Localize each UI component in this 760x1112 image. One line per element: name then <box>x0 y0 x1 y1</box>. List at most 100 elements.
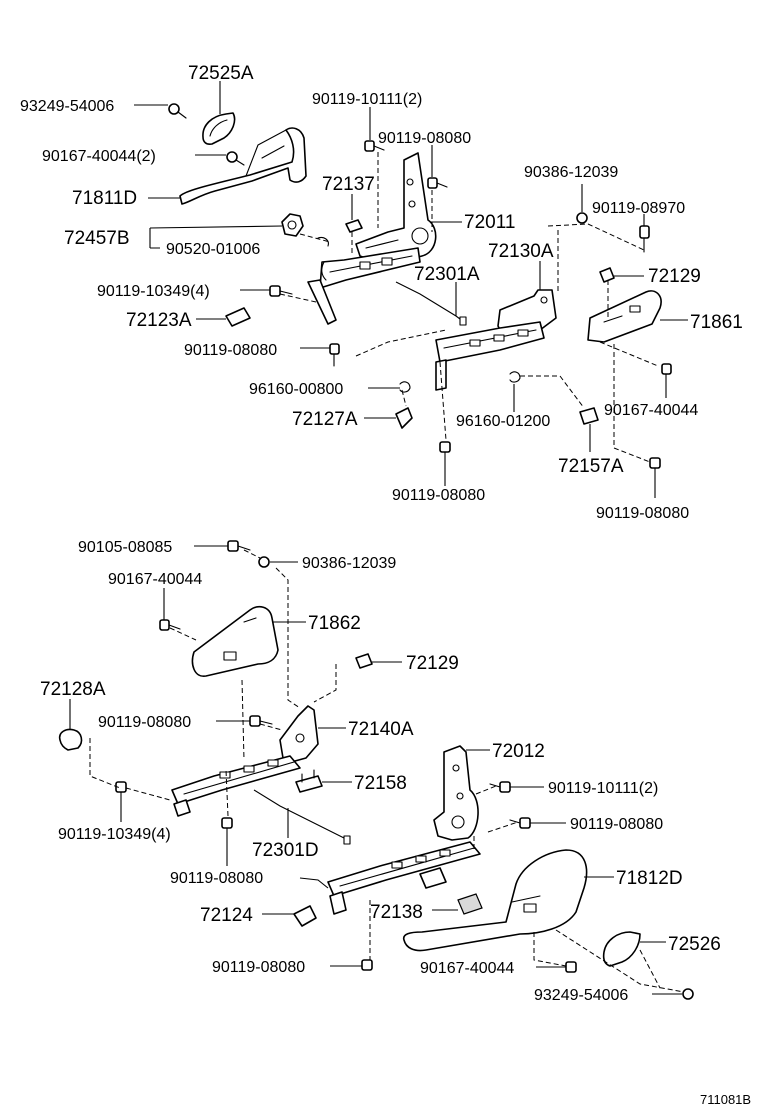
label-72011: 72011 <box>464 212 515 233</box>
label-72525A: 72525A <box>188 63 254 84</box>
part-96160-00800 <box>399 381 411 393</box>
part-upper-outer-track <box>435 321 545 391</box>
part-90386-12039-cap-lower <box>258 556 270 568</box>
label-93249-54006: 93249-54006 <box>20 98 114 115</box>
label-72140A: 72140A <box>348 719 414 740</box>
label-72457B: 72457B <box>64 228 130 249</box>
part-72301D-cable <box>253 789 351 845</box>
part-71811D <box>179 127 307 205</box>
reference-code: 711081B <box>700 1092 751 1107</box>
label-90119-08080-lower-c: 90119-08080 <box>170 870 263 887</box>
part-72137 <box>345 219 363 233</box>
part-72457B <box>281 213 304 237</box>
part-93249-54006-screw-lower <box>682 988 694 1000</box>
label-90119-08080-c: 90119-08080 <box>392 487 485 504</box>
label-90119-10349-4: 90119-10349(4) <box>97 283 210 300</box>
part-90119-08080-bolt-lower-c <box>221 817 233 843</box>
part-90119-08080-bolt-b <box>329 343 340 367</box>
label-90105-08085: 90105-08085 <box>78 539 172 556</box>
part-90119-08080-bolt-lower-a <box>249 715 273 727</box>
part-71861 <box>587 290 662 343</box>
label-72012: 72012 <box>492 741 545 762</box>
label-72301A: 72301A <box>414 264 480 285</box>
label-90386-12039: 90386-12039 <box>524 164 618 181</box>
label-90119-08080-lower-a: 90119-08080 <box>98 714 191 731</box>
label-72526: 72526 <box>668 934 721 955</box>
part-96160-01200 <box>509 371 521 383</box>
label-72123A: 72123A <box>126 310 192 331</box>
part-90105-08085-bolt <box>227 540 251 552</box>
label-72129-lower: 72129 <box>406 653 459 674</box>
label-71861: 71861 <box>690 312 743 333</box>
part-72129-lower <box>355 653 373 669</box>
part-90167-40044-screw-b <box>661 363 672 375</box>
part-90167-40044-screw <box>226 151 245 166</box>
label-71812D: 71812D <box>616 868 683 889</box>
part-72129-upper <box>599 267 615 283</box>
label-72124: 72124 <box>200 905 253 926</box>
label-71811D: 71811D <box>72 188 137 209</box>
label-90119-08080-d: 90119-08080 <box>596 505 689 522</box>
part-90119-10349-bolt <box>269 285 293 297</box>
part-72301A-cable <box>395 281 467 326</box>
label-90386-12039-lower: 90386-12039 <box>302 555 396 572</box>
label-90119-10111-2: 90119-10111(2) <box>312 91 422 108</box>
part-90167-40044-screw-lower-b <box>565 961 577 973</box>
label-93249-54006-lower: 93249-54006 <box>534 987 628 1004</box>
part-90520-01006 <box>317 236 329 247</box>
part-72012 <box>433 745 479 841</box>
part-upper-inner-track <box>307 247 421 325</box>
label-72157A: 72157A <box>558 456 624 477</box>
part-72158 <box>295 769 323 793</box>
part-72140A <box>279 705 319 765</box>
part-90119-08970-bolt <box>639 225 650 253</box>
part-72138 <box>457 893 483 915</box>
label-90167-40044-lower-b: 90167-40044 <box>420 960 514 977</box>
part-90386-12039-cap <box>576 212 588 224</box>
part-72157A <box>579 407 599 425</box>
part-90119-08080-bolt-d <box>649 457 661 469</box>
label-90119-08970: 90119-08970 <box>592 200 685 217</box>
part-90119-08080-bolt-lower-d <box>361 959 373 971</box>
part-lower-inner-track <box>171 755 301 817</box>
label-90119-10349-4-lower: 90119-10349(4) <box>58 826 171 843</box>
part-72526 <box>602 931 641 967</box>
label-90119-08080-lower-d: 90119-08080 <box>212 959 305 976</box>
label-72137: 72137 <box>322 174 375 195</box>
label-72128A: 72128A <box>40 679 106 700</box>
label-90167-40044-2: 90167-40044(2) <box>42 148 156 165</box>
part-72124 <box>293 905 317 927</box>
part-90119-08080-bolt-c <box>439 441 451 469</box>
part-93249-54006-screw <box>168 103 187 119</box>
lower-assembly: 90105-08085 90386-12039 90167-40044 7186… <box>40 539 721 1004</box>
part-lower-outer-track <box>299 841 481 915</box>
part-72011 <box>355 152 437 263</box>
label-72138: 72138 <box>370 902 423 923</box>
part-71862 <box>191 605 279 677</box>
label-90167-40044: 90167-40044 <box>604 402 698 419</box>
part-72127A <box>395 407 413 429</box>
part-72128A <box>58 728 83 751</box>
label-72130A: 72130A <box>488 241 554 262</box>
label-90119-08080-a: 90119-08080 <box>378 130 471 147</box>
label-90119-08080-b: 90119-08080 <box>184 342 277 359</box>
label-90119-10111-2-lower: 90119-10111(2) <box>548 780 658 797</box>
label-72127A: 72127A <box>292 409 358 430</box>
part-90119-08080-bolt-lower-b <box>509 817 531 829</box>
part-72525A <box>202 112 236 145</box>
part-71812D <box>402 849 588 952</box>
part-90119-08080-bolt-upper <box>427 177 448 189</box>
part-90119-10111-bolt <box>364 140 385 152</box>
label-96160-01200: 96160-01200 <box>456 413 550 430</box>
label-72158: 72158 <box>354 773 407 794</box>
label-96160-00800: 96160-00800 <box>249 381 343 398</box>
label-90520-01006: 90520-01006 <box>166 241 260 258</box>
label-72301D: 72301D <box>252 840 319 861</box>
upper-assembly: 72525A 93249-54006 90167-40044(2) 71811D <box>20 63 743 522</box>
label-72129-upper: 72129 <box>648 266 701 287</box>
part-72123A <box>225 307 251 327</box>
label-90167-40044-lower: 90167-40044 <box>108 571 202 588</box>
label-90119-08080-lower-b: 90119-08080 <box>570 816 663 833</box>
label-71862: 71862 <box>308 613 361 634</box>
